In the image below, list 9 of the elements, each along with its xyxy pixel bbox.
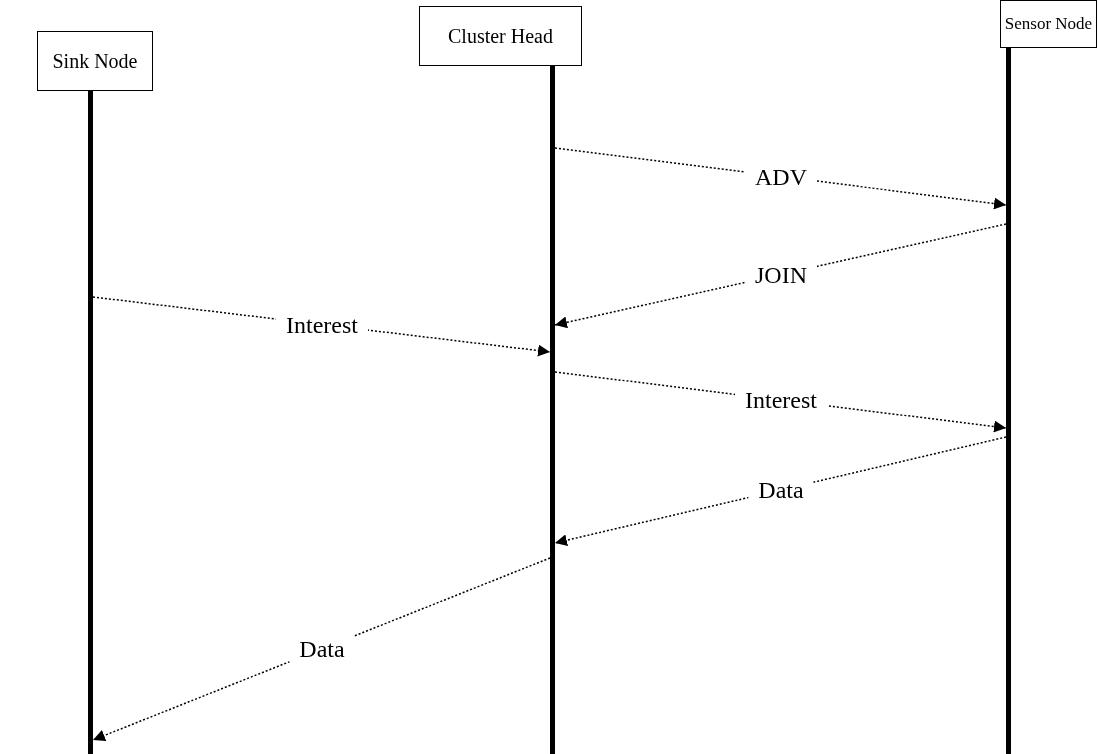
participant-box: Cluster Head bbox=[419, 6, 582, 66]
message-arrow bbox=[554, 436, 1007, 547]
edge-label: Data bbox=[289, 635, 355, 663]
lifeline bbox=[550, 66, 555, 754]
lifeline bbox=[88, 91, 93, 754]
participant-box: Sink Node bbox=[37, 31, 153, 91]
lifeline bbox=[1006, 48, 1011, 754]
participant-box: Sensor Node bbox=[1000, 0, 1097, 48]
message-arrow bbox=[92, 557, 551, 742]
